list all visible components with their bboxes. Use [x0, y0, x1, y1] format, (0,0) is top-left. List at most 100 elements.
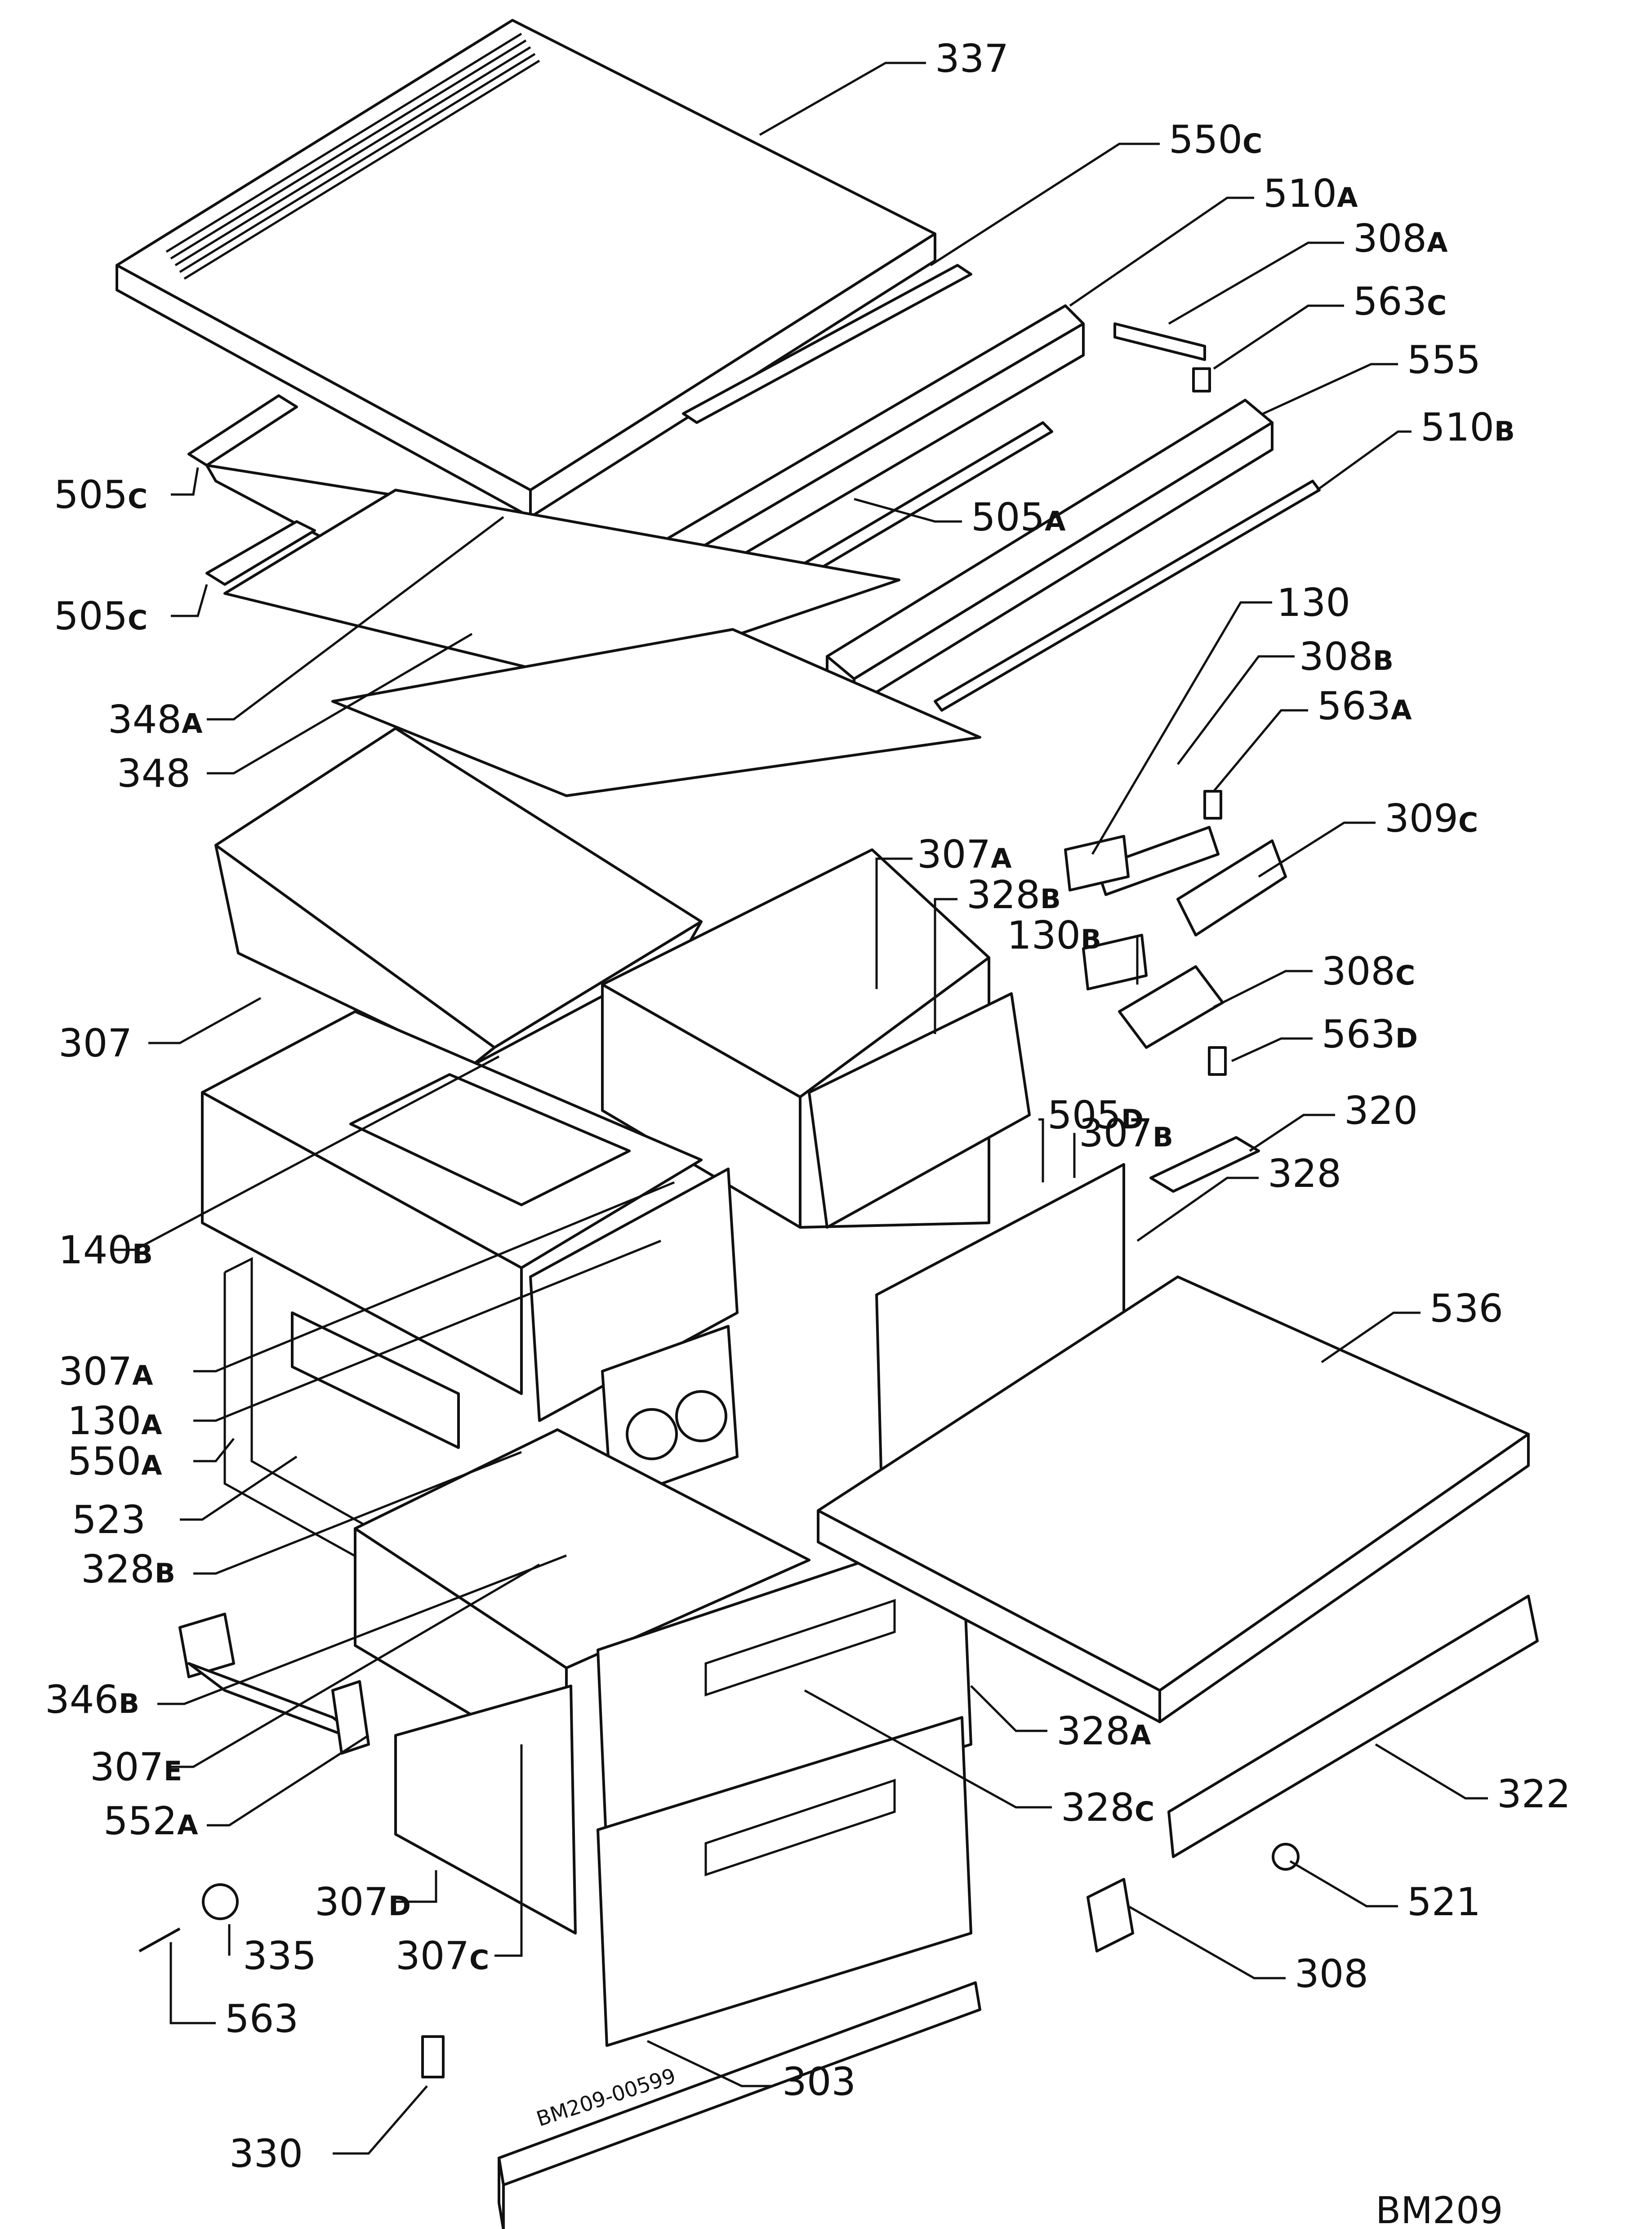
part-number: 303: [782, 2060, 856, 2104]
part-505c-guide-lower: [205, 520, 316, 586]
part-130a-front-panel: [529, 1168, 739, 1422]
part-number: 307: [315, 1880, 388, 1925]
part-label-348: 348: [117, 751, 191, 796]
part-label-140b: 140B: [58, 1228, 153, 1273]
part-number: 510: [1263, 171, 1337, 216]
part-suffix: C: [469, 1944, 489, 1976]
part-label-328b-1: 328B: [966, 873, 1061, 918]
part-number: 521: [1407, 1880, 1481, 1925]
part-label-337: 337: [935, 36, 1009, 81]
part-510b-rod: [934, 480, 1321, 712]
part-label-555: 555: [1407, 338, 1481, 383]
part-label-307d: 307D: [315, 1880, 411, 1925]
part-label-308a: 308A: [1353, 216, 1448, 261]
part-number: 307: [1079, 1111, 1153, 1156]
part-346b-hinge: [178, 1613, 235, 1678]
part-number: 308: [1353, 216, 1427, 261]
part-suffix: D: [1395, 1023, 1418, 1054]
part-563d-screw: [1208, 1046, 1227, 1076]
part-552a-rail: [187, 1662, 370, 1755]
part-320-vent: [1149, 1136, 1260, 1193]
part-suffix: B: [132, 1239, 153, 1270]
part-suffix: A: [177, 1810, 198, 1841]
part-number: 307: [396, 1934, 469, 1979]
part-suffix: A: [1337, 182, 1358, 214]
leader-lines: [112, 62, 1488, 2155]
part-number: 563: [225, 1997, 298, 2042]
part-suffix: A: [1427, 227, 1448, 259]
part-suffix: B: [119, 1688, 139, 1720]
part-number: 307: [917, 832, 991, 877]
part-label-307a-1: 307A: [917, 832, 1012, 877]
part-number: 505: [1047, 1093, 1121, 1138]
part-label-552a: 552A: [103, 1799, 198, 1844]
part-number: 308: [1295, 1952, 1368, 1997]
part-suffix: D: [1121, 1104, 1144, 1135]
part-label-328c: 328C: [1061, 1785, 1154, 1830]
part-suffix: A: [1045, 506, 1066, 537]
part-label-308: 308: [1295, 1952, 1368, 1997]
part-suffix: C: [128, 605, 147, 636]
part-number: 563: [1322, 1012, 1395, 1057]
part-563a-screw: [1203, 790, 1222, 820]
part-suffix: A: [141, 1450, 162, 1481]
part-number: 322: [1497, 1772, 1571, 1817]
part-number: 307: [58, 1021, 132, 1066]
part-label-328: 328: [1268, 1151, 1341, 1196]
part-suffix: B: [1373, 645, 1394, 677]
part-suffix: A: [1130, 1720, 1151, 1751]
part-label-328b-2: 328B: [81, 1547, 175, 1592]
part-number: 328: [1061, 1785, 1135, 1830]
part-130b-pad: [1082, 934, 1148, 990]
part-307c-front-panel: [597, 1716, 972, 2047]
part-label-505d: 505D: [1047, 1093, 1144, 1138]
part-label-307c: 307C: [396, 1934, 489, 1979]
part-suffix: C: [1458, 807, 1478, 838]
part-label-307: 307: [58, 1021, 132, 1066]
parts-drawings: [116, 19, 1539, 2229]
part-label-346b: 346B: [45, 1677, 139, 1722]
part-307-drawer: [214, 727, 703, 1067]
part-number: 550: [1169, 117, 1242, 162]
part-number: 563: [1353, 279, 1427, 324]
part-suffix: E: [164, 1756, 182, 1787]
part-330-screw: [421, 2035, 445, 2078]
part-number: 510: [1420, 405, 1494, 450]
part-suffix: D: [388, 1890, 411, 1922]
part-number: 130: [1277, 580, 1350, 625]
part-label-307e: 307E: [90, 1745, 182, 1790]
part-suffix: A: [141, 1409, 162, 1441]
part-label-320: 320: [1344, 1088, 1418, 1133]
part-label-309c: 309C: [1385, 796, 1478, 841]
part-308a-bracket: [1113, 322, 1206, 361]
part-label-536: 536: [1429, 1286, 1503, 1331]
part-number: 505: [54, 473, 128, 517]
part-label-348a: 348A: [108, 697, 203, 742]
part-number: 140: [58, 1228, 132, 1273]
part-label-328a: 328A: [1056, 1709, 1151, 1754]
part-label-550c: 550C: [1169, 117, 1262, 162]
part-number: 309: [1385, 796, 1458, 841]
part-number: 550: [67, 1439, 141, 1484]
part-521-plug: [1272, 1843, 1300, 1871]
part-number: 348: [117, 751, 191, 796]
part-number: 308: [1299, 634, 1373, 679]
part-label-308c: 308C: [1322, 949, 1415, 994]
part-suffix: B: [1040, 883, 1061, 915]
part-number: 130: [1007, 913, 1081, 958]
part-number: 328: [81, 1547, 155, 1592]
part-number: 536: [1429, 1286, 1503, 1331]
part-number: 335: [243, 1934, 316, 1979]
part-label-330: 330: [229, 2131, 303, 2176]
part-suffix: C: [128, 483, 147, 515]
part-550c-bar: [682, 264, 972, 424]
part-335-roller: [202, 1883, 239, 1920]
part-suffix: A: [132, 1360, 153, 1391]
part-suffix: C: [1135, 1796, 1154, 1828]
part-label-307b: 307B: [1079, 1111, 1173, 1156]
part-337-top-cover: [116, 19, 936, 518]
part-suffix: C: [1395, 960, 1415, 991]
part-label-505c-2: 505C: [54, 594, 147, 639]
